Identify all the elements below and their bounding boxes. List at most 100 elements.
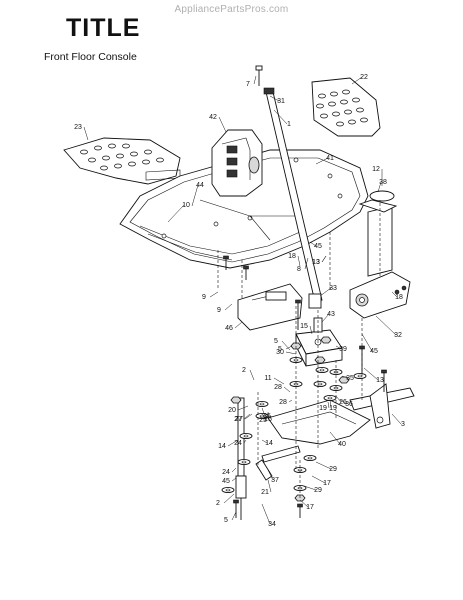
foot-plate-hole xyxy=(114,163,122,169)
leader-line-24 xyxy=(231,467,237,473)
callout-15: 15 xyxy=(300,323,308,330)
leader-line-1 xyxy=(273,109,288,125)
leader-line-23 xyxy=(83,126,89,141)
callout-26: 26 xyxy=(339,399,347,406)
foot-plate-hole xyxy=(356,107,364,113)
washer-hole xyxy=(241,460,247,464)
leader-line-5 xyxy=(285,345,293,350)
callout-42: 42 xyxy=(209,114,217,121)
washer-hole xyxy=(259,414,265,418)
foot-plate-hole xyxy=(122,143,130,149)
callout-14: 14 xyxy=(265,440,273,447)
leader-line-3 xyxy=(391,413,402,425)
leader-line-18 xyxy=(297,255,301,267)
callout-17: 17 xyxy=(323,480,331,487)
callout-40: 40 xyxy=(338,441,346,448)
callout-27: 27 xyxy=(235,416,243,423)
leader-line-17 xyxy=(299,499,309,508)
leader-line-19 xyxy=(329,399,332,409)
foot-plate-hole xyxy=(108,143,116,149)
washer xyxy=(323,394,337,402)
foot-plate-left xyxy=(63,137,181,185)
leader-lines xyxy=(83,75,402,525)
leader-line-21 xyxy=(267,479,272,493)
leader-line-15 xyxy=(309,325,313,335)
leader-line-22 xyxy=(351,76,363,85)
callout-43: 43 xyxy=(327,311,335,318)
washer xyxy=(353,372,367,380)
leader-line-31 xyxy=(269,95,280,102)
foot-plate-hole xyxy=(320,113,328,119)
bolt-head xyxy=(297,503,303,508)
lower-bracket xyxy=(237,283,303,331)
leader-line-32 xyxy=(375,315,397,336)
callout-8: 8 xyxy=(297,266,301,273)
leader-line-29 xyxy=(303,485,317,491)
leader-line-2 xyxy=(223,493,235,504)
callout-25: 25 xyxy=(259,417,267,424)
callout-21: 21 xyxy=(261,489,269,496)
bolt-head xyxy=(295,299,301,304)
leader-line-38 xyxy=(377,181,382,193)
hex-nut xyxy=(320,336,332,344)
foot-plate-hole xyxy=(100,165,108,171)
washer-hole xyxy=(319,368,325,372)
leader-line-30 xyxy=(285,351,297,355)
callout-41: 41 xyxy=(326,155,334,162)
washer xyxy=(303,454,317,462)
foot-plate-hole xyxy=(128,161,136,167)
leader-line-28 xyxy=(288,399,293,403)
callout-19: 19 xyxy=(329,405,337,412)
callout-34: 34 xyxy=(268,521,276,528)
washer-hole xyxy=(317,382,323,386)
leader-line-28 xyxy=(283,386,291,393)
bolt-head xyxy=(233,499,239,504)
callout-14: 14 xyxy=(218,443,226,450)
callout-33: 33 xyxy=(329,285,337,292)
callout-35: 35 xyxy=(346,375,354,382)
callout-3: 3 xyxy=(401,421,405,428)
foot-plate-right xyxy=(311,77,381,137)
leader-line-40 xyxy=(329,431,341,445)
leader-line-7 xyxy=(253,75,257,85)
callout-10: 10 xyxy=(182,202,190,209)
leader-line-19 xyxy=(327,401,330,409)
leader-line-5 xyxy=(231,511,237,521)
callout-44: 44 xyxy=(196,182,204,189)
foot-plate-hole xyxy=(336,121,344,127)
callout-45: 45 xyxy=(370,348,378,355)
washer-hole xyxy=(307,456,313,460)
hex-nut xyxy=(338,376,350,384)
leader-line-14 xyxy=(227,439,239,447)
foot-plate-hole xyxy=(318,93,326,99)
foot-plate-hole xyxy=(102,155,110,161)
callout-29: 29 xyxy=(329,466,337,473)
leader-line-10 xyxy=(167,204,185,223)
callout-5: 5 xyxy=(224,517,228,524)
foot-plate-hole xyxy=(144,149,152,155)
callout-46: 46 xyxy=(225,325,233,332)
callout-27: 27 xyxy=(234,416,242,423)
foot-plate-hole xyxy=(316,103,324,109)
foot-plate-hole xyxy=(342,89,350,95)
leader-line-27 xyxy=(244,413,253,420)
washer xyxy=(237,458,251,466)
foot-plate-hole xyxy=(360,117,368,123)
foot-plate-hole xyxy=(142,159,150,165)
foot-plate-hole xyxy=(88,157,96,163)
page-subtitle: Front Floor Console xyxy=(44,51,137,63)
leader-line-39 xyxy=(335,345,342,350)
washer-hole xyxy=(225,488,231,492)
callout-22: 22 xyxy=(360,74,368,81)
callout-7: 7 xyxy=(246,81,250,88)
callout-24: 24 xyxy=(234,440,242,447)
hex-nut xyxy=(230,396,242,404)
foot-plate-hole xyxy=(328,101,336,107)
leader-line-11 xyxy=(273,377,285,385)
callout-5: 5 xyxy=(274,338,278,345)
foot-plate-hole xyxy=(352,97,360,103)
foot-plate-hole xyxy=(94,145,102,151)
bolt-head xyxy=(223,255,229,260)
callout-28: 28 xyxy=(279,399,287,406)
callout-45: 45 xyxy=(314,243,322,250)
